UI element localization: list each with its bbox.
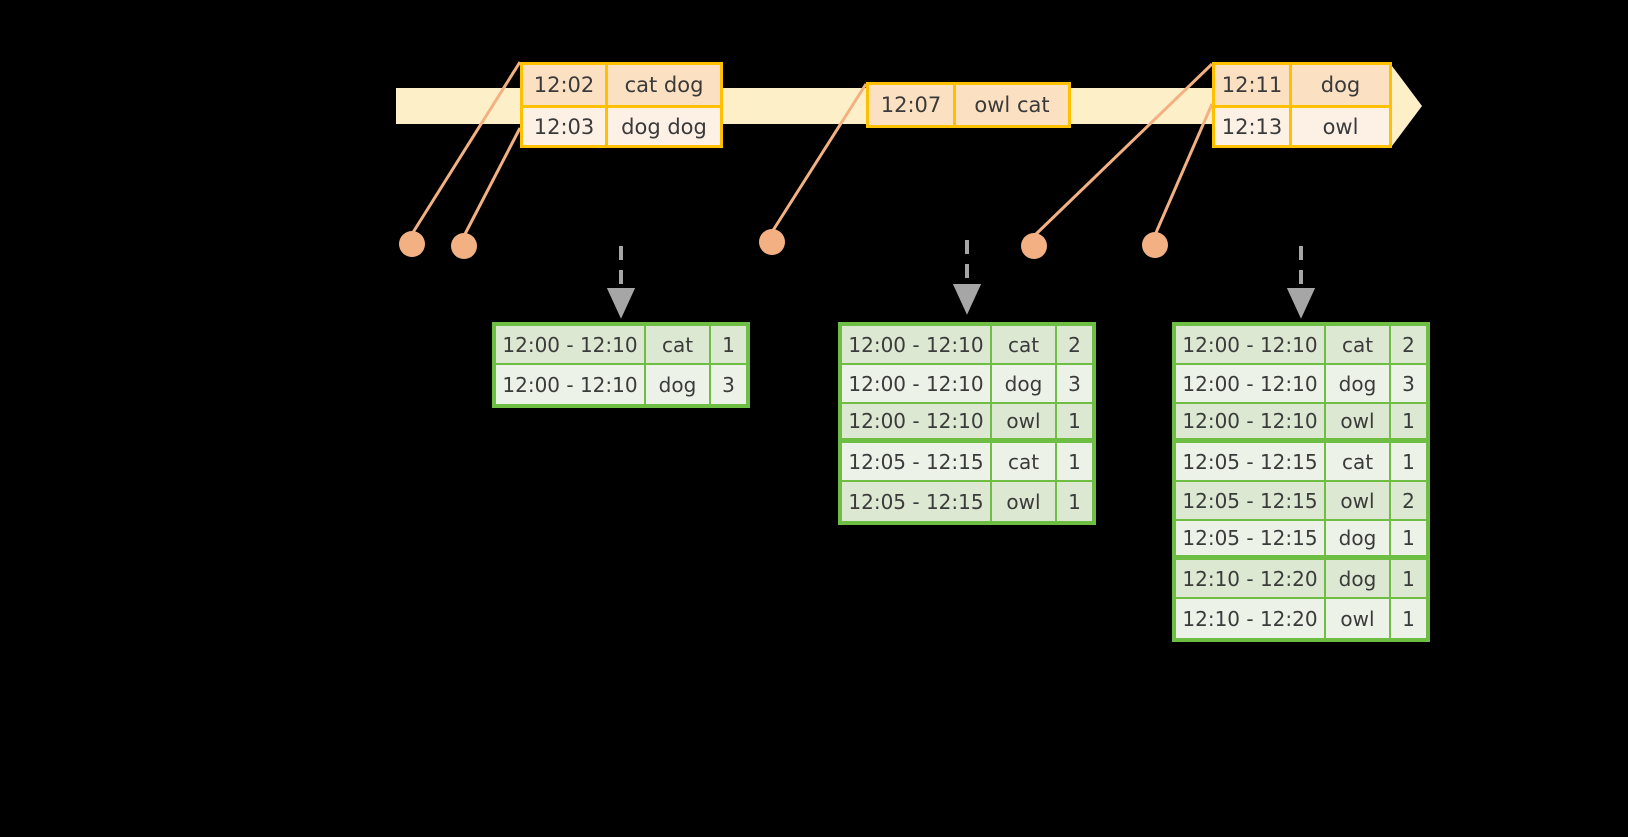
- cell-window: 12:00 - 12:10: [842, 404, 992, 438]
- cell-word: dog: [1326, 560, 1391, 597]
- cell-count: 2: [1402, 332, 1415, 357]
- event-words: dog: [1320, 73, 1361, 97]
- cell-count: 1: [1068, 489, 1081, 514]
- cell-count: 1: [1402, 606, 1415, 631]
- table-row: 12:00 - 12:10 cat 2: [842, 326, 1092, 365]
- cell-word: dog: [1326, 521, 1391, 555]
- event-marker-dot: [759, 229, 785, 255]
- event-time: 12:13: [1215, 108, 1292, 145]
- result-table-3: 12:00 - 12:10 cat 2 12:00 - 12:10 dog 3 …: [1172, 322, 1430, 642]
- cell-word: owl: [1326, 599, 1391, 638]
- cell-window: 12:10 - 12:20: [1176, 599, 1326, 638]
- cell-count: 1: [1402, 526, 1415, 550]
- event-marker-dot: [1021, 233, 1047, 259]
- table-row: 12:00 - 12:10 cat 2: [1176, 326, 1426, 365]
- cell-count: 3: [722, 372, 735, 397]
- cell-window: 12:10 - 12:20: [1176, 560, 1326, 597]
- table-row: 12:00 - 12:10 cat 1: [496, 326, 746, 365]
- event-time: 12:03: [523, 108, 608, 145]
- result-table-1: 12:00 - 12:10 cat 1 12:00 - 12:10 dog 3: [492, 322, 750, 408]
- cell-word: cat: [1326, 443, 1391, 480]
- result-table-2: 12:00 - 12:10 cat 2 12:00 - 12:10 dog 3 …: [838, 322, 1096, 525]
- event-words: owl cat: [974, 93, 1050, 117]
- cell-window: 12:05 - 12:15: [842, 443, 992, 480]
- cell-count: 1: [1402, 566, 1415, 591]
- cell-window: 12:00 - 12:10: [842, 365, 992, 402]
- event-marker-dot: [451, 233, 477, 259]
- event-time: 12:11: [1215, 65, 1292, 105]
- cell-window: 12:00 - 12:10: [496, 365, 646, 404]
- cell-count: 2: [1068, 332, 1081, 357]
- cell-window: 12:00 - 12:10: [842, 326, 992, 363]
- table-row: 12:05 - 12:15 dog 1: [1176, 521, 1426, 560]
- event-marker-dot: [1142, 232, 1168, 258]
- timeline-event-row: 12:11 dog: [1215, 65, 1389, 105]
- cell-window: 12:00 - 12:10: [1176, 326, 1326, 363]
- timeline-event-row: 12:13 owl: [1215, 105, 1389, 145]
- cell-word: dog: [1326, 365, 1391, 402]
- cell-word: owl: [992, 482, 1057, 521]
- table-row: 12:00 - 12:10 dog 3: [496, 365, 746, 404]
- cell-word: cat: [992, 326, 1057, 363]
- cell-window: 12:00 - 12:10: [1176, 365, 1326, 402]
- cell-word: cat: [646, 326, 711, 363]
- cell-count: 1: [1402, 449, 1415, 474]
- cell-count: 1: [1402, 409, 1415, 433]
- cell-window: 12:00 - 12:10: [1176, 404, 1326, 438]
- timeline-event-row: 12:03 dog dog: [523, 105, 720, 145]
- cell-count: 1: [722, 332, 735, 357]
- cell-window: 12:05 - 12:15: [1176, 443, 1326, 480]
- cell-count: 3: [1068, 371, 1081, 396]
- table-row: 12:00 - 12:10 dog 3: [842, 365, 1092, 404]
- table-row: 12:00 - 12:10 owl 1: [842, 404, 1092, 443]
- cell-word: owl: [1326, 404, 1391, 438]
- table-row: 12:05 - 12:15 owl 1: [842, 482, 1092, 521]
- timeline-event-row: 12:07 owl cat: [869, 85, 1068, 125]
- timeline-event-box-2: 12:07 owl cat: [866, 82, 1071, 128]
- cell-word: owl: [992, 404, 1057, 438]
- table-row: 12:05 - 12:15 owl 2: [1176, 482, 1426, 521]
- timeline-arrowhead-icon: [1392, 66, 1422, 146]
- cell-count: 1: [1068, 449, 1081, 474]
- cell-word: dog: [646, 365, 711, 404]
- table-row: 12:10 - 12:20 dog 1: [1176, 560, 1426, 599]
- event-time: 12:07: [869, 85, 956, 125]
- table-row: 12:00 - 12:10 dog 3: [1176, 365, 1426, 404]
- cell-word: cat: [992, 443, 1057, 480]
- event-words: dog dog: [621, 114, 707, 139]
- table-row: 12:05 - 12:15 cat 1: [842, 443, 1092, 482]
- timeline-event-row: 12:02 cat dog: [523, 65, 720, 105]
- cell-window: 12:05 - 12:15: [1176, 482, 1326, 519]
- table-row: 12:05 - 12:15 cat 1: [1176, 443, 1426, 482]
- timeline-event-box-1: 12:02 cat dog 12:03 dog dog: [520, 62, 723, 148]
- table-row: 12:00 - 12:10 owl 1: [1176, 404, 1426, 443]
- cell-window: 12:05 - 12:15: [1176, 521, 1326, 555]
- cell-word: dog: [992, 365, 1057, 402]
- cell-window: 12:00 - 12:10: [496, 326, 646, 363]
- cell-count: 2: [1402, 488, 1415, 513]
- event-marker-dot: [399, 231, 425, 257]
- cell-count: 3: [1402, 371, 1415, 396]
- timeline-event-box-3: 12:11 dog 12:13 owl: [1212, 62, 1392, 148]
- cell-window: 12:05 - 12:15: [842, 482, 992, 521]
- event-words: owl: [1322, 114, 1359, 139]
- cell-count: 1: [1068, 409, 1081, 433]
- event-words: cat dog: [624, 73, 704, 97]
- cell-word: cat: [1326, 326, 1391, 363]
- event-time: 12:02: [523, 65, 608, 105]
- table-row: 12:10 - 12:20 owl 1: [1176, 599, 1426, 638]
- cell-word: owl: [1326, 482, 1391, 519]
